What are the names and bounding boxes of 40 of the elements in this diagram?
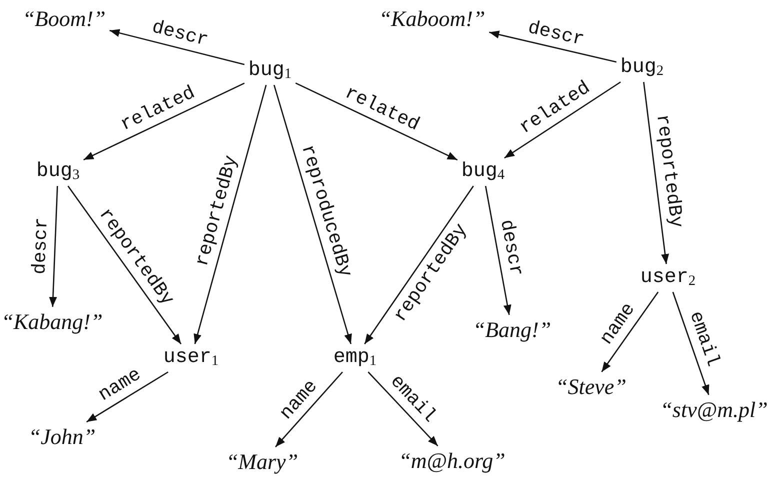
arrow: [601, 292, 659, 372]
arrow: [295, 82, 458, 160]
arrow: [368, 372, 438, 446]
literal-value: “Boom!”: [18, 4, 110, 34]
arrow: [275, 372, 343, 448]
arrow: [49, 186, 58, 307]
literal-value: “stv@m.pl”: [656, 394, 772, 426]
edge-label: descr: [496, 218, 527, 278]
edge-label: descr: [526, 16, 586, 50]
edge-label: email: [684, 308, 724, 370]
literal-value: “m@h.org”: [394, 446, 510, 476]
edge-label: name: [95, 364, 145, 406]
literal-value: “Steve”: [552, 372, 630, 402]
literal-value: “Kaboom!”: [374, 4, 490, 34]
arrow: [484, 186, 512, 316]
node-label: bug$_{4}$: [457, 158, 509, 186]
node-label: user$_{2}$: [636, 264, 700, 292]
arrow: [672, 292, 710, 396]
edge-label: reportedBy: [651, 113, 686, 230]
literal-value: “John”: [24, 422, 100, 452]
node-label: bug$_{2}$: [616, 54, 668, 82]
arrow: [83, 82, 245, 160]
arrow: [364, 186, 474, 344]
edge-label: descr: [150, 16, 211, 52]
edge-label: descr: [29, 216, 53, 275]
arrow: [194, 84, 267, 344]
arrow: [109, 29, 245, 66]
node-label: bug$_{1}$: [244, 57, 296, 85]
literal-value: “Bang!”: [468, 314, 556, 346]
arrow: [489, 30, 617, 63]
arrow: [273, 84, 352, 344]
arrow: [504, 81, 621, 159]
arrow: [86, 371, 168, 422]
arrow: [67, 186, 182, 344]
literal-value: “Kabang!”: [0, 306, 107, 338]
node-label: emp$_{1}$: [329, 344, 381, 372]
arrow: [643, 82, 670, 264]
node-label: bug$_{3}$: [32, 158, 84, 186]
literal-value: “Mary”: [222, 446, 302, 478]
node-label: user$_{1}$: [159, 344, 223, 372]
